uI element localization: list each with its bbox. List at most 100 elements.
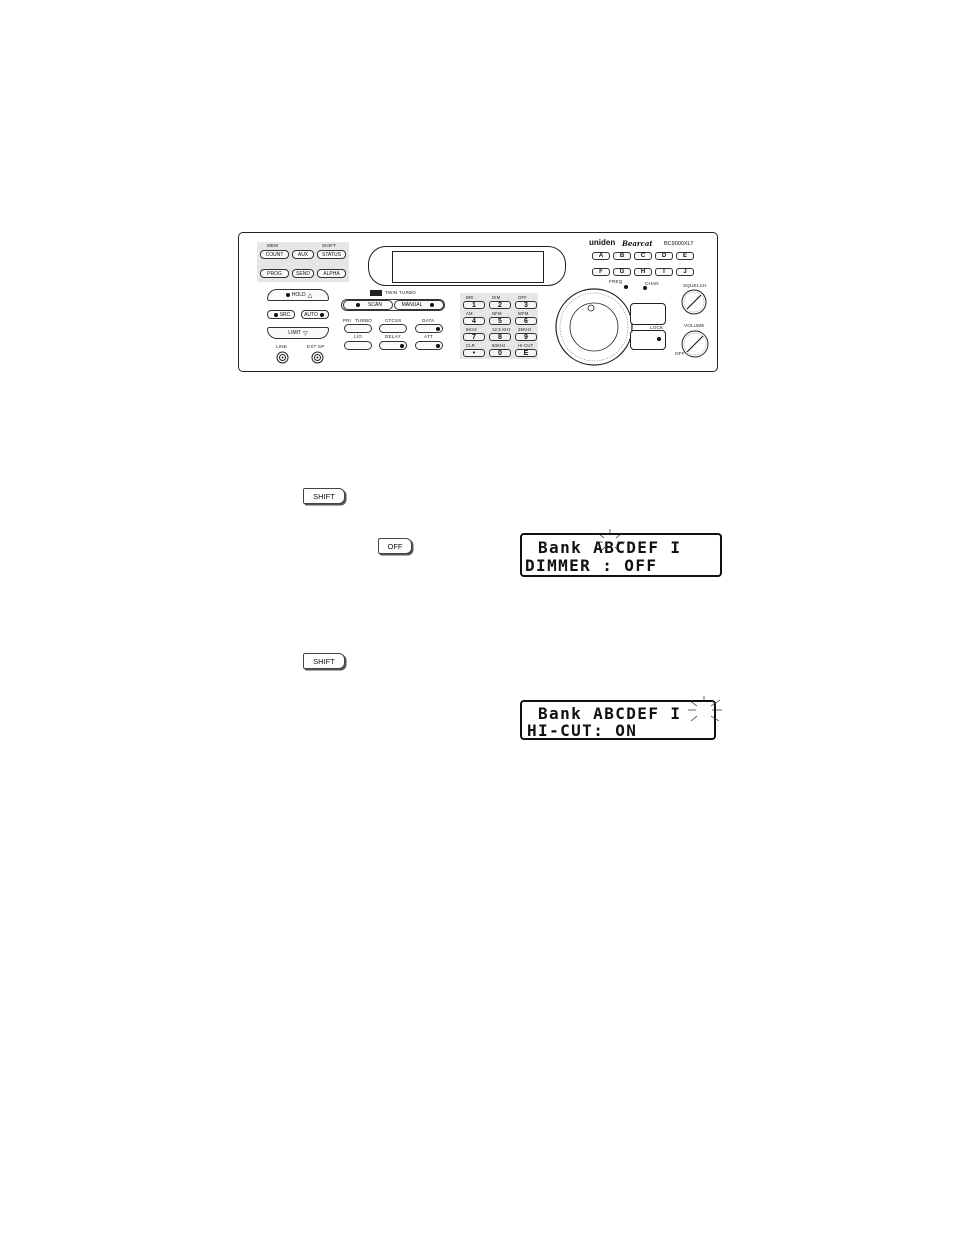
keypad-key[interactable]: 0 bbox=[489, 349, 511, 357]
volume-label: VOLUME bbox=[684, 323, 705, 328]
off-key: OFF bbox=[378, 538, 412, 554]
keypad-key[interactable]: E bbox=[515, 349, 537, 357]
keypad-function-label: 50KHz bbox=[492, 343, 506, 348]
bank-key[interactable]: D bbox=[655, 252, 673, 260]
lcd-line-2: DIMMER : OFF bbox=[525, 556, 658, 575]
keypad-key[interactable]: 4 bbox=[463, 317, 485, 325]
pri-turbo-button[interactable] bbox=[344, 324, 372, 333]
keypad-function-label: 12.5 KHz bbox=[492, 327, 511, 332]
scanner-front-panel: MEM SHIFT COUNT AUX STATUS PROG SEND ALP… bbox=[238, 232, 718, 372]
ctcss-label: CTCSS bbox=[385, 318, 402, 323]
count-button[interactable]: COUNT bbox=[260, 250, 289, 259]
keypad-key[interactable]: 1 bbox=[463, 301, 485, 309]
bank-key[interactable]: F bbox=[592, 268, 610, 276]
send-button[interactable]: SEND bbox=[292, 269, 314, 278]
twin-turbo-label: TWIN TURBO bbox=[385, 290, 417, 295]
squelch-label: SQUELCH bbox=[683, 283, 707, 288]
indicator-dot bbox=[319, 312, 324, 317]
keypad-function-label: CLR bbox=[466, 343, 475, 348]
bank-key[interactable]: E bbox=[676, 252, 694, 260]
limit-button[interactable]: LIMIT ▽ bbox=[267, 327, 329, 339]
prog-button[interactable]: PROG bbox=[260, 269, 289, 278]
bank-key[interactable]: I bbox=[655, 268, 673, 276]
keypad-function-label: HI-CUT bbox=[518, 343, 534, 348]
volume-knob-icon[interactable] bbox=[681, 330, 709, 358]
blink-rays-icon bbox=[596, 529, 625, 552]
aux-button[interactable]: AUX bbox=[292, 250, 314, 259]
hold-label: HOLD bbox=[291, 292, 306, 298]
ctcss-button[interactable] bbox=[379, 324, 407, 333]
model-label: BC9000XLT bbox=[664, 241, 694, 247]
keypad-function-label: 5KHz bbox=[466, 327, 478, 332]
delay-button[interactable] bbox=[379, 341, 407, 350]
keypad-key[interactable]: 6 bbox=[515, 317, 537, 325]
att-label: ATT bbox=[424, 334, 433, 339]
shift-key-2: SHIFT bbox=[303, 653, 345, 669]
keypad-key[interactable]: 2 bbox=[489, 301, 511, 309]
auto-label: AUTO bbox=[304, 311, 318, 318]
ext-sp-label: EXT SP bbox=[307, 344, 325, 349]
keypad-function-label: 25KHz bbox=[518, 327, 532, 332]
lock-switch[interactable] bbox=[630, 330, 666, 350]
status-button[interactable]: STATUS bbox=[317, 250, 346, 259]
keypad-key[interactable]: 3 bbox=[515, 301, 537, 309]
indicator-dot bbox=[356, 303, 361, 307]
up-triangle-icon: △ bbox=[307, 292, 313, 299]
bank-key[interactable]: J bbox=[676, 268, 694, 276]
keypad-function-label: AM bbox=[466, 311, 473, 316]
keypad-key[interactable]: 8 bbox=[489, 333, 511, 341]
squelch-knob-icon[interactable] bbox=[681, 289, 707, 315]
freq-indicator-dot bbox=[624, 285, 628, 289]
indicator-dot bbox=[285, 293, 290, 297]
bank-key[interactable]: A bbox=[592, 252, 610, 260]
ext-sp-jack-icon bbox=[311, 351, 324, 364]
src-label: SRC bbox=[279, 311, 291, 318]
brand-logo: uniden bbox=[589, 238, 616, 247]
keypad-key[interactable]: 9 bbox=[515, 333, 537, 341]
pri-label: PRI bbox=[343, 318, 352, 323]
bank-key[interactable]: C bbox=[634, 252, 652, 260]
scan-button[interactable]: SCAN bbox=[343, 300, 393, 310]
mem-label: MEM bbox=[267, 243, 279, 248]
bank-key[interactable]: H bbox=[634, 268, 652, 276]
tuning-dial-icon[interactable] bbox=[553, 286, 635, 368]
lcd-line-2: HI-CUT: ON bbox=[527, 721, 638, 740]
chan-indicator-dot bbox=[643, 286, 647, 290]
lcd-hicut-display: Bank ABCDEF I HI-CUT: ON bbox=[520, 696, 722, 740]
att-button[interactable] bbox=[415, 341, 443, 350]
lo-label: L/O bbox=[354, 334, 363, 339]
series-logo: Bearcat bbox=[622, 239, 653, 248]
shift-key-1: SHIFT bbox=[303, 488, 345, 504]
keypad-function-label: BRI bbox=[466, 295, 474, 300]
keypad-key[interactable]: • bbox=[463, 349, 485, 357]
lock-slider-upper bbox=[630, 303, 666, 325]
lcd-line-1: Bank ABCDEF I bbox=[538, 538, 682, 557]
indicator-dot bbox=[273, 312, 278, 317]
delay-label: DELAY bbox=[385, 334, 401, 339]
keypad-function-label: WFM bbox=[518, 311, 529, 316]
down-triangle-icon: ▽ bbox=[303, 330, 308, 337]
keypad-function-label: OFF bbox=[518, 295, 527, 300]
lock-indicator-dot bbox=[657, 337, 661, 341]
line-label: LINE bbox=[276, 344, 288, 349]
indicator-dot bbox=[436, 343, 440, 348]
keypad-key[interactable]: 5 bbox=[489, 317, 511, 325]
src-button[interactable]: SRC bbox=[267, 310, 295, 319]
alpha-button[interactable]: ALPHA bbox=[317, 269, 346, 278]
auto-button[interactable]: AUTO bbox=[301, 310, 329, 319]
bank-key[interactable]: G bbox=[613, 268, 631, 276]
indicator-dot bbox=[430, 303, 435, 307]
line-jack-icon bbox=[276, 351, 289, 364]
lcd-line-1: Bank ABCDEF I bbox=[538, 704, 682, 723]
lockout-button[interactable] bbox=[344, 341, 372, 350]
data-label: DATA bbox=[422, 318, 435, 323]
keypad-function-label: DIM bbox=[492, 295, 501, 300]
hold-button[interactable]: HOLD △ bbox=[267, 289, 329, 301]
bank-key[interactable]: B bbox=[613, 252, 631, 260]
turbo-label: TURBO bbox=[355, 318, 373, 323]
keypad-key[interactable]: 7 bbox=[463, 333, 485, 341]
lock-label: LOCK bbox=[650, 325, 664, 330]
manual-button[interactable]: MANUAL bbox=[394, 300, 444, 310]
data-button[interactable] bbox=[415, 324, 443, 333]
indicator-dot bbox=[400, 343, 404, 348]
